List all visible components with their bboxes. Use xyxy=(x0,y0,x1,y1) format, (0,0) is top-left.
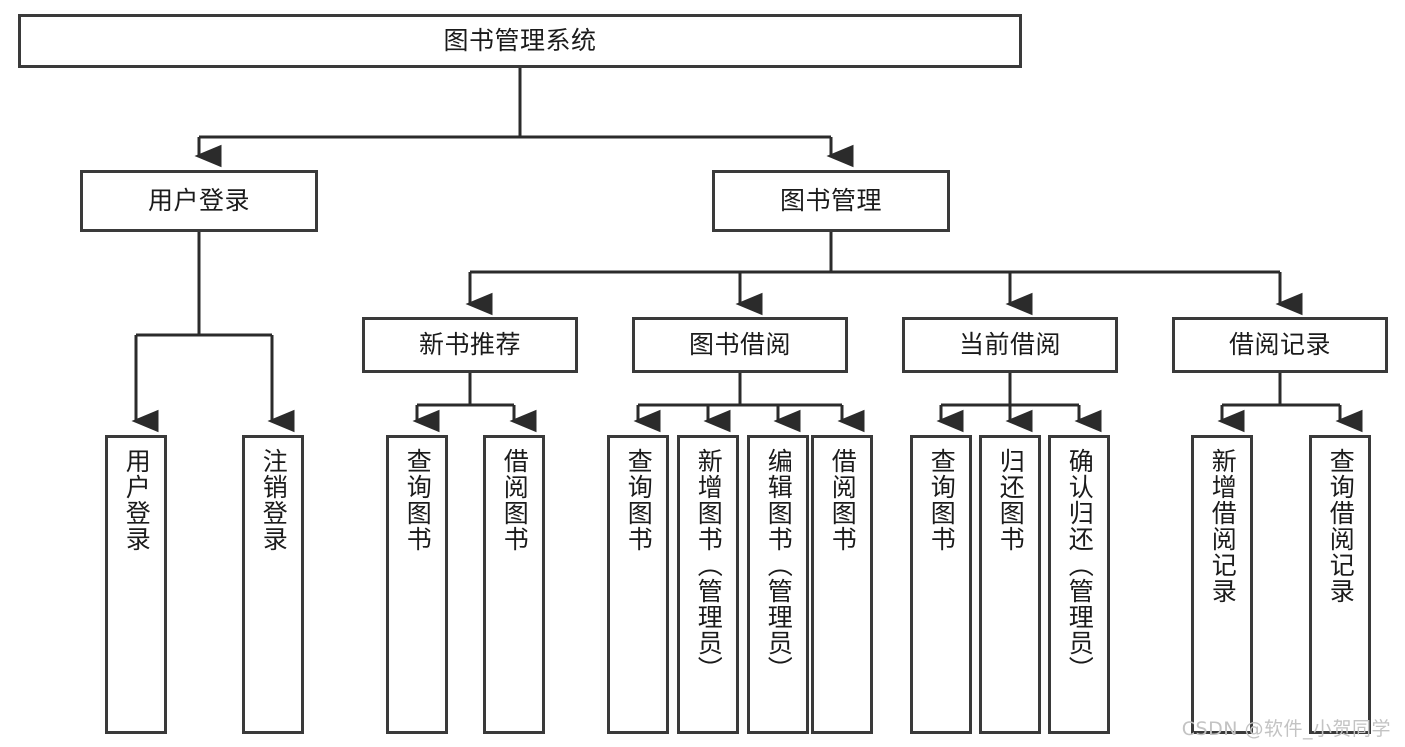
leaf-current-confirm-return-admin[interactable]: 确认归还（管理员） xyxy=(1048,435,1110,734)
node-new-book-recommend[interactable]: 新书推荐 xyxy=(362,317,578,373)
leaf-label: 借阅图书 xyxy=(828,448,858,552)
leaf-label: 用户登录 xyxy=(122,448,152,552)
node-root-system[interactable]: 图书管理系统 xyxy=(18,14,1022,68)
leaf-user-login-login[interactable]: 用户登录 xyxy=(105,435,167,734)
leaf-label: 查询图书 xyxy=(403,448,433,552)
leaf-label: 查询图书 xyxy=(624,448,654,552)
leaf-records-add-record[interactable]: 新增借阅记录 xyxy=(1191,435,1253,734)
leaf-label: 查询图书 xyxy=(927,448,957,552)
leaf-label: 新增借阅记录 xyxy=(1208,448,1238,604)
leaf-borrow-query-book[interactable]: 查询图书 xyxy=(607,435,669,734)
node-book-management[interactable]: 图书管理 xyxy=(712,170,950,232)
leaf-current-query-book[interactable]: 查询图书 xyxy=(910,435,972,734)
leaf-records-query-record[interactable]: 查询借阅记录 xyxy=(1309,435,1371,734)
leaf-label: 查询借阅记录 xyxy=(1326,448,1356,604)
node-current-borrow[interactable]: 当前借阅 xyxy=(902,317,1118,373)
leaf-label: 新增图书（管理员） xyxy=(694,448,724,682)
node-book-borrow[interactable]: 图书借阅 xyxy=(632,317,848,373)
csdn-watermark: CSDN @软件_小贺同学 xyxy=(1181,718,1391,740)
leaf-user-login-logout[interactable]: 注销登录 xyxy=(242,435,304,734)
leaf-borrow-borrow-book[interactable]: 借阅图书 xyxy=(811,435,873,734)
leaf-recommend-borrow-book[interactable]: 借阅图书 xyxy=(483,435,545,734)
leaf-label: 归还图书 xyxy=(996,448,1026,552)
leaf-label: 注销登录 xyxy=(259,448,289,552)
leaf-recommend-query-book[interactable]: 查询图书 xyxy=(386,435,448,734)
node-user-login[interactable]: 用户登录 xyxy=(80,170,318,232)
leaf-label: 编辑图书（管理员） xyxy=(764,448,794,682)
leaf-borrow-edit-book-admin[interactable]: 编辑图书（管理员） xyxy=(747,435,809,734)
leaf-label: 确认归还（管理员） xyxy=(1065,448,1095,682)
leaf-current-return-book[interactable]: 归还图书 xyxy=(979,435,1041,734)
node-borrow-records[interactable]: 借阅记录 xyxy=(1172,317,1388,373)
leaf-borrow-add-book-admin[interactable]: 新增图书（管理员） xyxy=(677,435,739,734)
leaf-label: 借阅图书 xyxy=(500,448,530,552)
